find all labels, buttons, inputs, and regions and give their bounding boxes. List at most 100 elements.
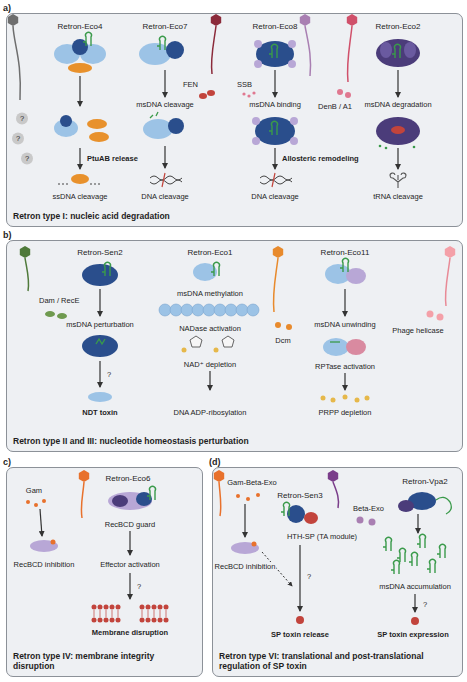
art-circle: [42, 499, 46, 503]
art-ellipse: [398, 500, 414, 512]
art-ellipse: [89, 132, 109, 142]
art-path: [150, 112, 158, 118]
panel: b)Retron type II and III: nucleotide hom…: [6, 240, 463, 452]
art-circle: [92, 605, 97, 610]
art-circle: [254, 40, 262, 48]
art-circle: [385, 147, 388, 150]
art-circle: [26, 500, 30, 504]
text-label: msDNA methylation: [176, 289, 244, 298]
panel-grounds: [6, 13, 463, 677]
panel: (d)Retron type VI: translational and pos…: [212, 467, 463, 677]
art-circle: [236, 494, 240, 498]
art-use: [273, 246, 283, 258]
art-rect: [6, 13, 463, 227]
art-line: [244, 504, 245, 537]
art-circle: [247, 94, 250, 97]
text-label: Allosteric remodeling: [281, 154, 360, 163]
art-circle: [158, 605, 163, 610]
art-ellipse: [346, 268, 366, 284]
art-circle: [164, 605, 169, 610]
art-circle: [16, 113, 28, 125]
art-circle: [140, 605, 145, 610]
text-label: ?: [306, 572, 312, 581]
art-line: [79, 148, 80, 169]
art-use: [300, 14, 310, 26]
art-circle: [246, 497, 250, 501]
art-circle: [51, 540, 56, 545]
art-circle: [60, 115, 72, 127]
art-use: [427, 559, 436, 573]
art-circle: [256, 493, 260, 497]
art-use: [397, 548, 406, 562]
art-circle: [287, 505, 305, 523]
text-label: Phage helicase: [391, 326, 444, 335]
art-circle: [331, 398, 336, 403]
art-use: [328, 470, 338, 482]
panel-letter: (d): [209, 457, 221, 467]
text-label: NDT toxin: [81, 408, 118, 417]
art-line: [299, 545, 300, 611]
art-use: [8, 14, 18, 26]
art-ellipse: [57, 313, 67, 319]
art-use: [347, 14, 357, 26]
art-ellipse: [404, 42, 416, 58]
art-g: [92, 605, 169, 623]
art-ellipse: [207, 90, 215, 96]
text-label: NAD⁺ depletion: [183, 360, 237, 369]
art-use: [79, 470, 89, 482]
panel-d-art: [214, 470, 452, 625]
art-use: [150, 176, 182, 184]
art-circle: [98, 618, 103, 623]
text-label: Effector activation: [99, 560, 160, 569]
art-circle: [437, 314, 444, 321]
panel-title: Retron type I: nucleic acid degradation: [13, 211, 456, 221]
art-circle: [34, 503, 38, 507]
art-line: [417, 514, 418, 533]
art-circle: [343, 395, 348, 400]
text-label: Gam-Beta-Exo: [226, 478, 278, 487]
art-circle: [12, 133, 24, 145]
art-circle: [192, 304, 204, 316]
art-circle: [290, 137, 298, 145]
art-circle: [355, 398, 360, 403]
art-path: [436, 497, 451, 514]
art-ellipse: [231, 542, 259, 554]
art-circle: [152, 618, 157, 623]
text-label: tRNA cleavage: [372, 192, 424, 201]
panel-title: Retron type II and III: nucleotide homeo…: [13, 436, 456, 446]
art-line: [414, 594, 415, 612]
art-path: [333, 482, 339, 508]
art-line: [40, 509, 42, 536]
art-use: [340, 258, 349, 272]
panel-c-art: [26, 470, 169, 623]
retron-name: Retron-Eco2: [375, 22, 422, 31]
art-path: [347, 26, 352, 82]
text-label: ?: [24, 154, 30, 163]
art-circle: [140, 618, 145, 623]
art-ellipse: [323, 338, 349, 356]
text-label: FEN: [182, 80, 199, 89]
text-label: msDNA binding: [248, 100, 302, 109]
art-circle: [104, 618, 109, 623]
art-ellipse: [30, 540, 58, 552]
art-ellipse: [143, 119, 173, 139]
text-label: DNA cleavage: [250, 192, 300, 201]
retron-name: Retron-Eco4: [57, 22, 104, 31]
retron-name: Retron-Eco11: [320, 248, 371, 257]
art-ellipse: [255, 117, 295, 145]
art-path: [272, 173, 275, 187]
text-label: DNA ADP-ribosylation: [173, 408, 248, 417]
text-label: ssDNA cleavage: [51, 192, 108, 201]
art-use: [102, 262, 111, 276]
text-label: msDNA degradation: [363, 100, 432, 109]
art-ellipse: [391, 126, 405, 134]
art-circle: [236, 304, 248, 316]
art-use: [147, 486, 156, 500]
text-label: Membrane disruption: [91, 628, 169, 637]
text-label: PRPP depletion: [318, 408, 373, 417]
text-label: msDNA perturbation: [65, 320, 135, 329]
art-ellipse: [139, 43, 171, 65]
art-circle: [214, 348, 219, 353]
art-line: [274, 70, 275, 97]
